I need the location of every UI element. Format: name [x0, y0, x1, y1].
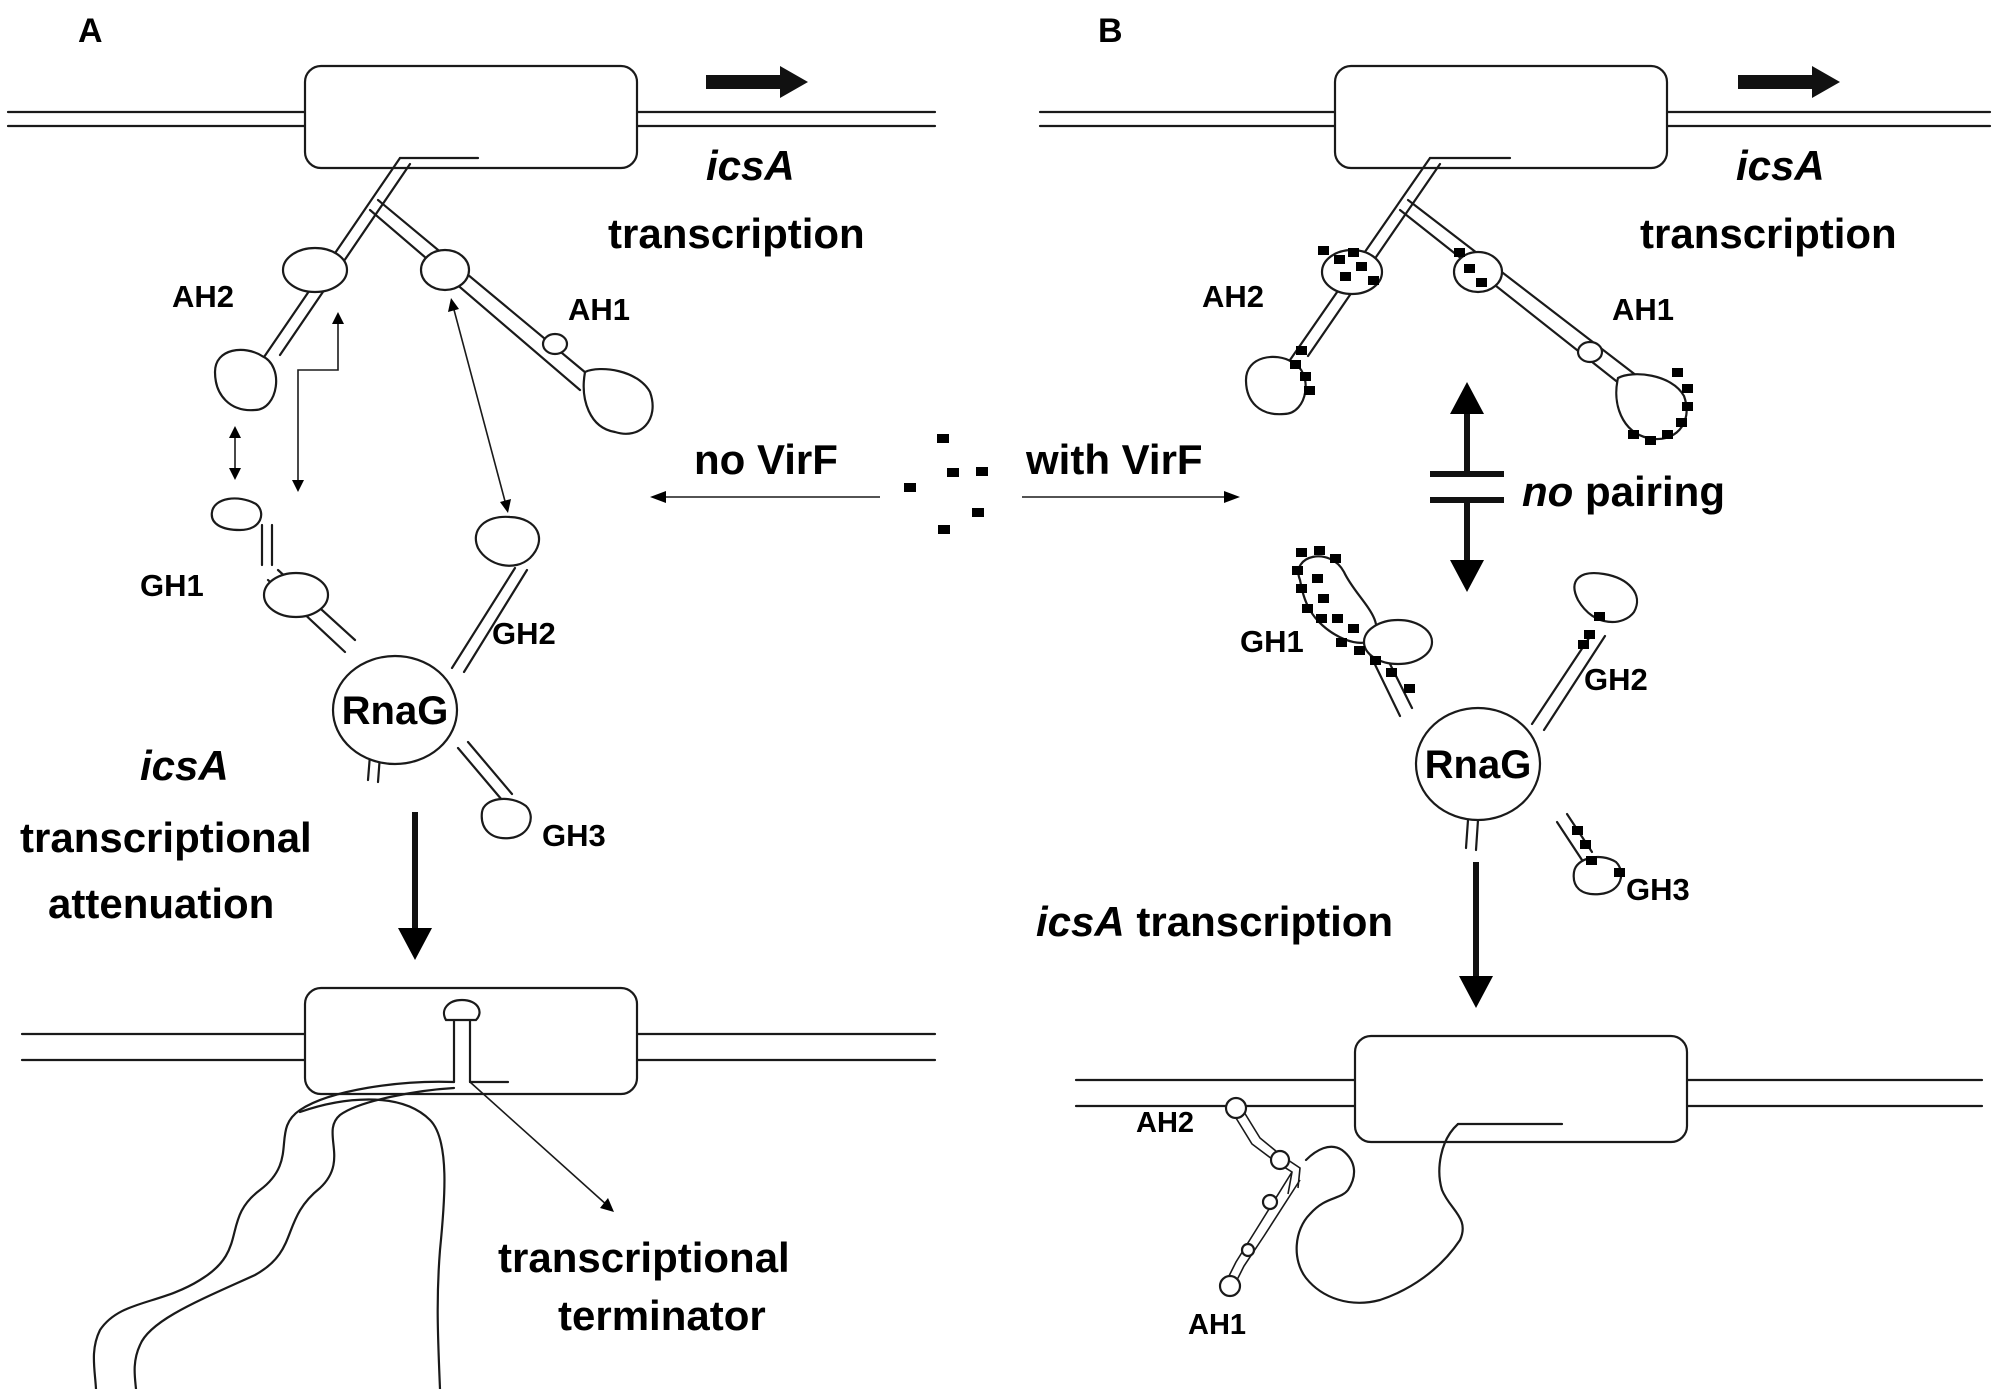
panel-a-ah2-label: AH2	[172, 279, 234, 314]
panel-b-bottom-transcription-label: icsA transcription	[1036, 898, 1393, 945]
panel-b-ah1-label: AH1	[1612, 292, 1674, 327]
panel-a-gh3-label: GH3	[542, 818, 606, 853]
panel-a-top-dna	[6, 64, 937, 170]
panel-b-gene-name: icsA	[1736, 142, 1825, 189]
panel-b-full-transcript	[1295, 1122, 1464, 1304]
panel-a-down-arrow-head-icon	[398, 928, 432, 960]
panel-b-down-arrow-head-icon	[1459, 976, 1493, 1008]
panel-a-gh1-loop	[210, 497, 263, 532]
panel-a-gh2-label: GH2	[492, 616, 556, 651]
panel-b-antisense-rna	[1244, 156, 1693, 445]
panel-a-ah1-loop	[582, 368, 654, 435]
panel-b-bottom-dna	[1074, 1034, 1984, 1304]
panel-b-top-dna	[1038, 64, 1992, 170]
panel-b-gh1-label: GH1	[1240, 624, 1304, 659]
panel-b-transcription-direction-arrow-icon	[1738, 66, 1840, 98]
panel-a-ah2-loop	[213, 348, 278, 412]
panel-a-gene-name: icsA	[706, 142, 795, 189]
panel-b-rnag-core	[1414, 706, 1542, 822]
panel-a-gh2-loop	[474, 515, 541, 567]
no-virf-arrow-head-icon	[650, 491, 666, 503]
panel-a-rnag-label: RnaG	[342, 689, 449, 733]
panel-b-no-pairing-arrow	[1430, 382, 1504, 592]
virf-molecules	[904, 434, 988, 534]
panel-b-ah1-small-label: AH1	[1188, 1309, 1246, 1341]
panel-a-transcript-loop	[298, 1098, 446, 1389]
panel-b: B icsA transcription	[1036, 12, 1992, 1341]
with-virf-label: with VirF	[1025, 436, 1203, 483]
panel-b-ah1-loop	[1615, 373, 1688, 441]
panel-b-transcription-label: transcription	[1640, 210, 1897, 257]
panel-b-letter: B	[1098, 12, 1123, 50]
panel-b-gh1-loop	[1297, 555, 1378, 644]
panel-a-antisense-rna	[213, 156, 654, 435]
panel-a-transcription-direction-arrow-icon	[706, 66, 808, 98]
no-virf-label: no VirF	[694, 436, 838, 483]
panel-a-terminator-line1: transcriptional	[498, 1234, 790, 1281]
panel-a-bottom-dna	[20, 986, 937, 1389]
panel-b-rna-polymerase-box-bottom	[1353, 1034, 1689, 1144]
panel-a: A icsA transcription AH2 AH1	[6, 12, 937, 1389]
panel-b-small-antisense-rna	[1218, 1096, 1301, 1298]
panel-a-terminator-line2: terminator	[558, 1292, 766, 1339]
panel-b-gh2-loop	[1573, 572, 1639, 624]
panel-b-ah2-small-label: AH2	[1136, 1107, 1194, 1139]
panel-a-rnag-structure	[210, 497, 541, 840]
panel-a-transcript-strand-1	[92, 1080, 456, 1389]
panel-a-terminator-pointer	[469, 1081, 609, 1207]
panel-a-attenuation-gene: icsA	[140, 742, 229, 789]
panel-a-gh3-loop	[480, 797, 532, 840]
panel-b-rna-polymerase-box	[1333, 64, 1669, 170]
panel-a-pairing-arrows	[229, 298, 511, 513]
panel-b-gh-bound-virf	[1292, 546, 1625, 877]
panel-b-no-pairing-label: no pairing	[1522, 468, 1725, 515]
panel-a-attenuation-line1: transcriptional	[20, 814, 312, 861]
panel-a-attenuation-line2: attenuation	[48, 880, 274, 927]
panel-b-ah-bound-virf	[1290, 246, 1693, 445]
panel-a-terminator-pointer-head-icon	[600, 1198, 614, 1212]
panel-a-letter: A	[78, 12, 103, 50]
panel-a-rna-polymerase-box	[303, 64, 639, 170]
with-virf-arrow-head-icon	[1224, 491, 1240, 503]
panel-b-ah2-label: AH2	[1202, 279, 1264, 314]
panel-b-gh3-label: GH3	[1626, 872, 1690, 907]
panel-a-ah1-label: AH1	[568, 292, 630, 327]
panel-a-rnag-core	[331, 654, 459, 766]
panel-b-rnag-label: RnaG	[1425, 743, 1532, 787]
panel-a-gh1-label: GH1	[140, 568, 204, 603]
panel-a-transcription-label: transcription	[608, 210, 865, 257]
panel-b-rnag-structure	[1292, 546, 1639, 896]
panel-a-terminator-hairpin	[442, 998, 481, 1022]
panel-a-transcript-strand-2	[133, 1086, 456, 1389]
panel-b-gh2-label: GH2	[1584, 662, 1648, 697]
center-virf: no VirF with VirF	[650, 434, 1240, 534]
